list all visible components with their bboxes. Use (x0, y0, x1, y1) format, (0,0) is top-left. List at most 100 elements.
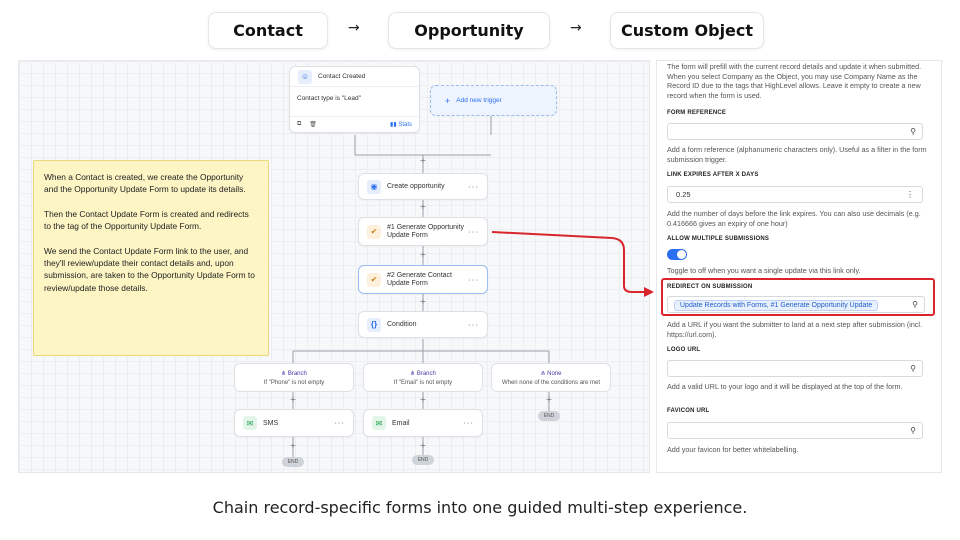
add-step-plus[interactable]: + (289, 441, 297, 450)
branch-icon: ⋔ (281, 371, 288, 377)
branch-icon: ⋔ (540, 371, 548, 377)
form-icon: ✔ (367, 272, 381, 287)
trigger-card[interactable]: ☺ Contact Created Contact type is "Lead"… (289, 66, 420, 133)
add-step-plus[interactable]: + (419, 441, 427, 450)
allow-multiple-help: Toggle to off when you want a single upd… (667, 266, 861, 275)
step-arrow: → (348, 20, 360, 36)
plus-icon: + (445, 95, 451, 106)
action-label: Create opportunity (387, 183, 445, 190)
tag-icon[interactable]: ⚲ (910, 127, 916, 136)
favicon-url-input[interactable]: ⚲ (667, 422, 923, 439)
form-reference-input[interactable]: ⚲ (667, 123, 923, 140)
more-icon[interactable]: ··· (334, 418, 345, 428)
opportunity-icon: ◉ (367, 179, 381, 194)
link-expires-input[interactable]: 0.25 ⋮ (667, 186, 923, 203)
delete-icon[interactable]: 🗑 (309, 122, 317, 128)
branch-phone[interactable]: ⋔ Branch If "Phone" is not empty (234, 363, 354, 392)
more-icon[interactable]: ··· (463, 418, 474, 428)
action-label: SMS (263, 419, 279, 427)
tag-icon[interactable]: ⚲ (910, 364, 916, 373)
logo-url-help: Add a valid URL to your logo and it will… (667, 382, 903, 391)
step-label: Opportunity (414, 21, 524, 40)
stats-label: Stats (398, 122, 412, 128)
trigger-footer: ⧉ 🗑 ▮▮ Stats (290, 116, 419, 132)
note-paragraph: Then the Contact Update Form is created … (44, 208, 249, 232)
step-arrow: → (570, 20, 582, 36)
email-icon: ✉ (372, 416, 386, 430)
more-icon[interactable]: ··· (468, 227, 479, 236)
sms-icon: ✉ (243, 416, 257, 430)
step-opportunity: Opportunity (388, 12, 550, 49)
action-email[interactable]: ✉ Email ··· (363, 409, 483, 437)
branch-title: None (547, 371, 562, 377)
branch-title: Branch (287, 371, 307, 377)
add-step-plus[interactable]: + (419, 250, 427, 259)
step-label: Contact (233, 21, 303, 40)
logo-url-label: LOGO URL (667, 347, 701, 353)
trigger-title: Contact Created (318, 73, 366, 80)
redirect-tag-pill[interactable]: Update Records with Forms, #1 Generate O… (674, 300, 879, 311)
add-trigger-label: Add new trigger (456, 97, 502, 104)
add-step-plus[interactable]: + (545, 395, 553, 404)
input-value: 0.25 (676, 190, 691, 199)
action-create-opportunity[interactable]: ◉ Create opportunity ··· (358, 173, 488, 200)
tag-icon[interactable]: ⚲ (912, 300, 918, 309)
redirect-input[interactable]: Update Records with Forms, #1 Generate O… (667, 296, 925, 313)
allow-multiple-label: ALLOW MULTIPLE SUBMISSIONS (667, 236, 770, 242)
form-reference-help: Add a form reference (alphanumeric chara… (667, 145, 927, 164)
redirect-highlight (661, 278, 935, 316)
step-contact: Contact (208, 12, 328, 49)
step-custom-object: Custom Object (610, 12, 764, 49)
action-label: Condition (387, 321, 417, 328)
user-icon: ☺ (298, 69, 312, 84)
favicon-url-help: Add your favicon for better whitelabelli… (667, 445, 799, 454)
action-generate-contact-form[interactable]: ✔ #2 Generate Contact Update Form ··· (358, 265, 488, 294)
stats-link[interactable]: ▮▮ Stats (390, 121, 412, 128)
branch-condition: When none of the conditions are met (501, 380, 601, 386)
more-icon[interactable]: ··· (468, 320, 479, 329)
branch-icon: ⋔ (410, 371, 417, 377)
branch-email[interactable]: ⋔ Branch If "Email" is not empty (363, 363, 483, 392)
end-pill: END (538, 411, 560, 421)
copy-icon[interactable]: ⧉ (297, 121, 302, 127)
branch-title: Branch (416, 371, 436, 377)
add-step-plus[interactable]: + (289, 395, 297, 404)
note-paragraph: When a Contact is created, we create the… (44, 172, 246, 195)
logo-url-input[interactable]: ⚲ (667, 360, 923, 377)
branch-condition: If "Email" is not empty (393, 380, 453, 386)
add-step-plus[interactable]: + (419, 297, 427, 306)
toggle-knob (677, 250, 686, 259)
caption: Chain record-specific forms into one gui… (212, 498, 748, 517)
redirect-label: REDIRECT ON SUBMISSION (667, 284, 753, 290)
action-label: #2 Generate Contact Update Form (387, 271, 452, 287)
action-generate-opportunity-form[interactable]: ✔ #1 Generate Opportunity Update Form ··… (358, 217, 488, 246)
link-expires-help: Add the number of days before the link e… (667, 209, 921, 228)
link-expires-label: LINK EXPIRES AFTER X DAYS (667, 172, 759, 178)
trigger-filter: Contact type is "Lead" (297, 95, 361, 102)
kebab-icon[interactable]: ⋮ (906, 190, 914, 199)
note-paragraph: We send the Contact Update Form link to … (44, 245, 255, 293)
favicon-url-label: FAVICON URL (667, 408, 710, 414)
intro-text: The form will prefill with the current r… (667, 62, 922, 100)
more-icon[interactable]: ··· (468, 182, 479, 191)
explanation-note: When a Contact is created, we create the… (33, 160, 269, 356)
branch-none[interactable]: ⋔ None When none of the conditions are m… (491, 363, 611, 392)
action-label: #1 Generate Opportunity Update Form (387, 223, 465, 239)
tag-icon[interactable]: ⚲ (910, 426, 916, 435)
allow-multiple-toggle[interactable] (667, 249, 687, 260)
action-sms[interactable]: ✉ SMS ··· (234, 409, 354, 437)
add-step-plus[interactable]: + (419, 156, 427, 165)
add-step-plus[interactable]: + (419, 202, 427, 211)
end-pill: END (282, 457, 304, 467)
settings-panel: The form will prefill with the current r… (656, 60, 942, 473)
condition-icon: {} (367, 317, 381, 332)
trigger-header: ☺ Contact Created (290, 67, 419, 87)
form-reference-label: FORM REFERENCE (667, 110, 727, 116)
more-icon[interactable]: ··· (468, 275, 479, 284)
stats-icon: ▮▮ (390, 122, 399, 128)
form-icon: ✔ (367, 224, 381, 239)
add-step-plus[interactable]: + (419, 395, 427, 404)
action-condition[interactable]: {} Condition ··· (358, 311, 488, 338)
add-trigger-button[interactable]: + Add new trigger (430, 85, 557, 116)
